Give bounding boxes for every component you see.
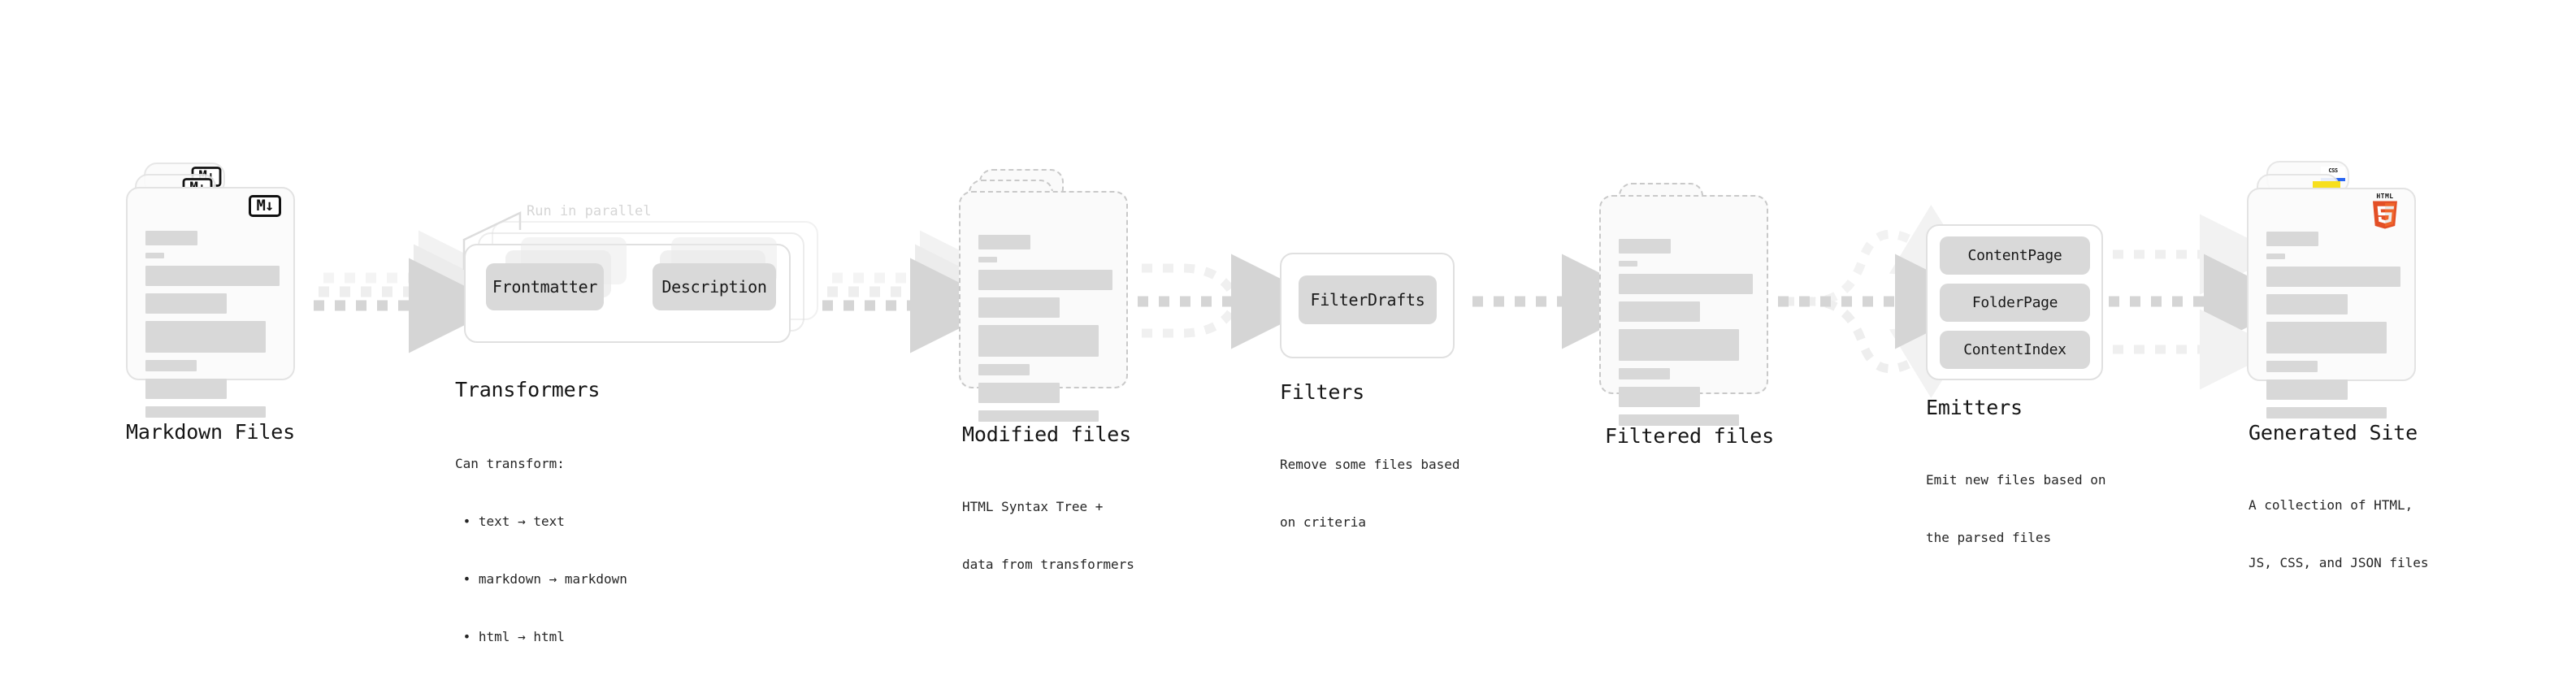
arrow-emitters-to-site xyxy=(2109,214,2299,390)
filtered-card-front xyxy=(1599,195,1768,426)
modified-files-subtitle: HTML Syntax Tree + data from transformer… xyxy=(962,459,1134,613)
html5-shield-glyph xyxy=(2372,201,2397,229)
markdown-files-title: Markdown Files xyxy=(126,420,295,444)
filters-sub-line-0: Remove some files based xyxy=(1280,457,1460,473)
arrow-markdown-to-transformers xyxy=(314,230,514,353)
modified-card-content xyxy=(978,235,1112,429)
emitters-subtitle: Emit new files based on the parsed files xyxy=(1926,432,2106,586)
site-sub-line-0: A collection of HTML, xyxy=(2249,497,2413,514)
emitters-sub-line-1: the parsed files xyxy=(1926,530,2052,546)
modified-card-front xyxy=(959,191,1128,422)
filtered-card-content xyxy=(1619,239,1753,433)
emitter-chip-contentindex[interactable]: ContentIndex xyxy=(1940,331,2090,369)
site-sub-line-1: JS, CSS, and JSON files xyxy=(2249,555,2429,571)
generated-site-subtitle: A collection of HTML, JS, CSS, and JSON … xyxy=(2249,457,2429,611)
emitter-chip-folderpage[interactable]: FolderPage xyxy=(1940,284,2090,322)
markdown-icon: M↓ xyxy=(249,195,281,217)
filter-chip-filterdrafts[interactable]: FilterDrafts xyxy=(1299,275,1437,324)
html5-icon-label: HTML xyxy=(2376,193,2394,200)
transformers-sub-line-1: • text → text xyxy=(455,514,565,530)
markdown-card-content xyxy=(145,231,280,425)
modified-files-title: Modified files xyxy=(962,423,1131,446)
emitters-sub-line-0: Emit new files based on xyxy=(1926,472,2106,488)
filters-subtitle: Remove some files based on criteria xyxy=(1280,417,1460,570)
markdown-card-front xyxy=(126,187,295,418)
emitters-title: Emitters xyxy=(1926,396,2023,419)
filters-sub-line-1: on criteria xyxy=(1280,514,1366,531)
arrow-filtered-to-emitters xyxy=(1778,204,1990,399)
run-in-parallel-label: Run in parallel xyxy=(527,203,652,219)
generated-site-title: Generated Site xyxy=(2249,421,2418,444)
filters-title: Filters xyxy=(1280,380,1364,404)
site-card-content xyxy=(2266,232,2400,426)
filtered-files-title: Filtered files xyxy=(1605,424,1774,448)
transformers-title: Transformers xyxy=(455,378,601,401)
transformers-sub-line-2: • markdown → markdown xyxy=(455,571,627,587)
transformers-sub-line-3: • html → html xyxy=(455,629,565,645)
arrow-transformers-to-modified xyxy=(822,230,1015,353)
transformers-subtitle: Can transform: • text → text • markdown … xyxy=(455,416,627,685)
transformer-chip-frontmatter[interactable]: Frontmatter xyxy=(486,263,604,310)
arrow-modified-to-filters xyxy=(1138,254,1326,349)
modified-sub-line-0: HTML Syntax Tree + xyxy=(962,499,1104,515)
transformers-sub-line-0: Can transform: xyxy=(455,456,565,472)
transformer-chip-description[interactable]: Description xyxy=(653,263,776,310)
modified-sub-line-1: data from transformers xyxy=(962,557,1134,573)
emitter-chip-contentpage[interactable]: ContentPage xyxy=(1940,236,2090,275)
html5-icon: HTML xyxy=(2369,193,2401,229)
